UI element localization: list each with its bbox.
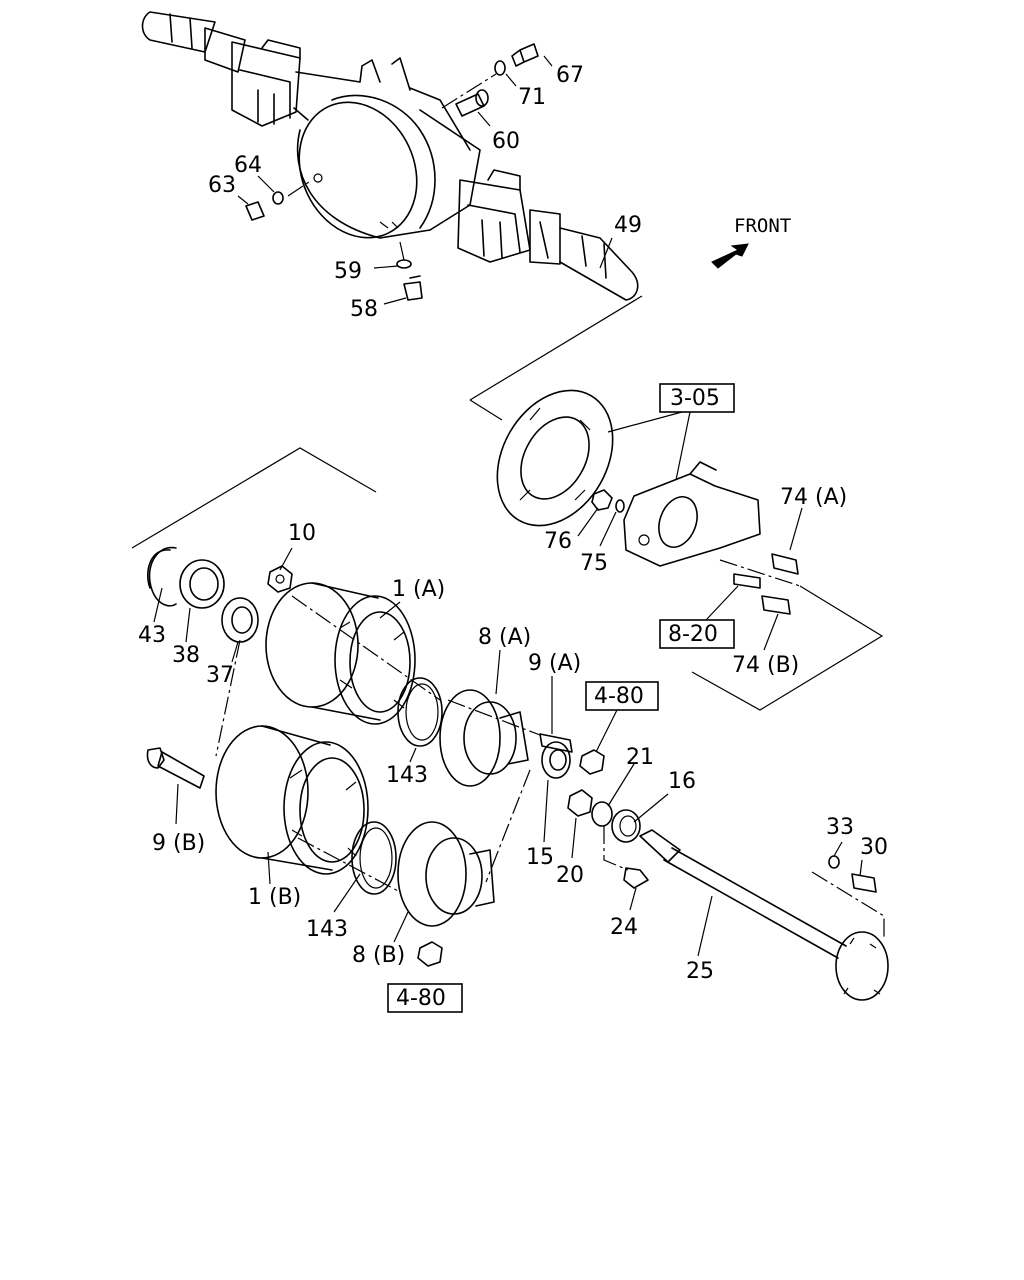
callout-38: 38	[172, 643, 200, 668]
ref-label-8-20: 8-20	[668, 622, 718, 647]
callout-43: 43	[138, 623, 166, 648]
carrier-frame-line	[691, 585, 884, 711]
ref-box-4-80-lower[interactable]	[387, 983, 463, 1013]
callout-9a: 9 (A)	[528, 651, 581, 676]
brake-drum-1a	[265, 582, 416, 725]
housing-fasteners	[245, 43, 539, 301]
callout-143a: 143	[386, 763, 428, 788]
callout-1b: 1 (B)	[248, 885, 301, 910]
seal-143b	[351, 821, 397, 895]
ref-box-4-80-upper[interactable]	[585, 681, 659, 711]
backing-plate	[496, 389, 614, 527]
bearing-15	[541, 741, 571, 779]
bolt-30	[851, 873, 877, 893]
callout-16: 16	[668, 769, 696, 794]
callout-20: 20	[556, 863, 584, 888]
callout-49: 49	[614, 213, 642, 238]
callout-8a: 8 (A)	[478, 625, 531, 650]
nut-4-80b	[417, 941, 443, 967]
callout-67: 67	[556, 63, 584, 88]
callout-10: 10	[288, 521, 316, 546]
axle-housing	[141, 11, 639, 301]
callout-74a: 74 (A)	[780, 485, 847, 510]
callout-58: 58	[350, 297, 378, 322]
bolt-8-20	[733, 573, 761, 589]
callout-1a: 1 (A)	[392, 577, 445, 602]
front-label: FRONT	[734, 215, 791, 237]
callout-75: 75	[580, 551, 608, 576]
seal-16	[611, 809, 641, 843]
hub-8a	[439, 689, 529, 787]
callout-9b: 9 (B)	[152, 831, 205, 856]
callout-21: 21	[626, 745, 654, 770]
callout-76: 76	[544, 529, 572, 554]
callout-24: 24	[610, 915, 638, 940]
seal-143a	[397, 677, 443, 747]
ref-box-8-20[interactable]	[659, 619, 735, 649]
hub-8b	[397, 821, 495, 927]
callout-30: 30	[860, 835, 888, 860]
callout-labels: 67 71 60 64 63 49 59 58 74 (A) 76 75 74 …	[138, 63, 888, 984]
callout-leaders	[153, 55, 863, 957]
ref-label-4-80-upper: 4-80	[594, 684, 644, 709]
bolt-74b	[761, 595, 791, 615]
callout-143b: 143	[306, 917, 348, 942]
callout-33: 33	[826, 815, 854, 840]
seal-38	[179, 559, 225, 609]
bearing-37	[221, 597, 259, 643]
callout-15: 15	[526, 845, 554, 870]
callout-74b: 74 (B)	[732, 653, 799, 678]
bolt-24	[623, 867, 649, 889]
washer-75	[615, 499, 625, 513]
leader-60-71	[441, 73, 497, 109]
nut-20	[567, 789, 593, 817]
ref-label-4-80-lower: 4-80	[396, 986, 446, 1011]
callout-60: 60	[492, 129, 520, 154]
ref-label-3-05: 3-05	[670, 386, 720, 411]
callout-63: 63	[208, 173, 236, 198]
brake-carrier-3-05	[623, 461, 761, 567]
ref-box-3-05[interactable]	[659, 383, 735, 413]
callout-71: 71	[518, 85, 546, 110]
callout-37: 37	[206, 663, 234, 688]
brake-drum-1b	[215, 725, 369, 875]
stud-9a	[539, 733, 573, 753]
callout-25: 25	[686, 959, 714, 984]
leader-59	[399, 241, 405, 261]
snap-ring-43	[146, 546, 177, 607]
nut-76	[591, 489, 613, 511]
leader-64	[287, 179, 313, 197]
bolt-9b	[146, 747, 205, 789]
hub-frame-line	[131, 447, 377, 549]
washer-21	[591, 801, 613, 827]
callout-59: 59	[334, 259, 362, 284]
washer-33	[828, 855, 840, 869]
callout-64: 64	[234, 153, 262, 178]
front-arrow-icon	[711, 243, 749, 269]
nut-4-80a	[579, 749, 605, 775]
axle-to-plate-line	[469, 295, 643, 401]
callout-8b: 8 (B)	[352, 943, 405, 968]
axle-shaft-25	[639, 829, 889, 1001]
bolt-74a	[771, 553, 799, 575]
